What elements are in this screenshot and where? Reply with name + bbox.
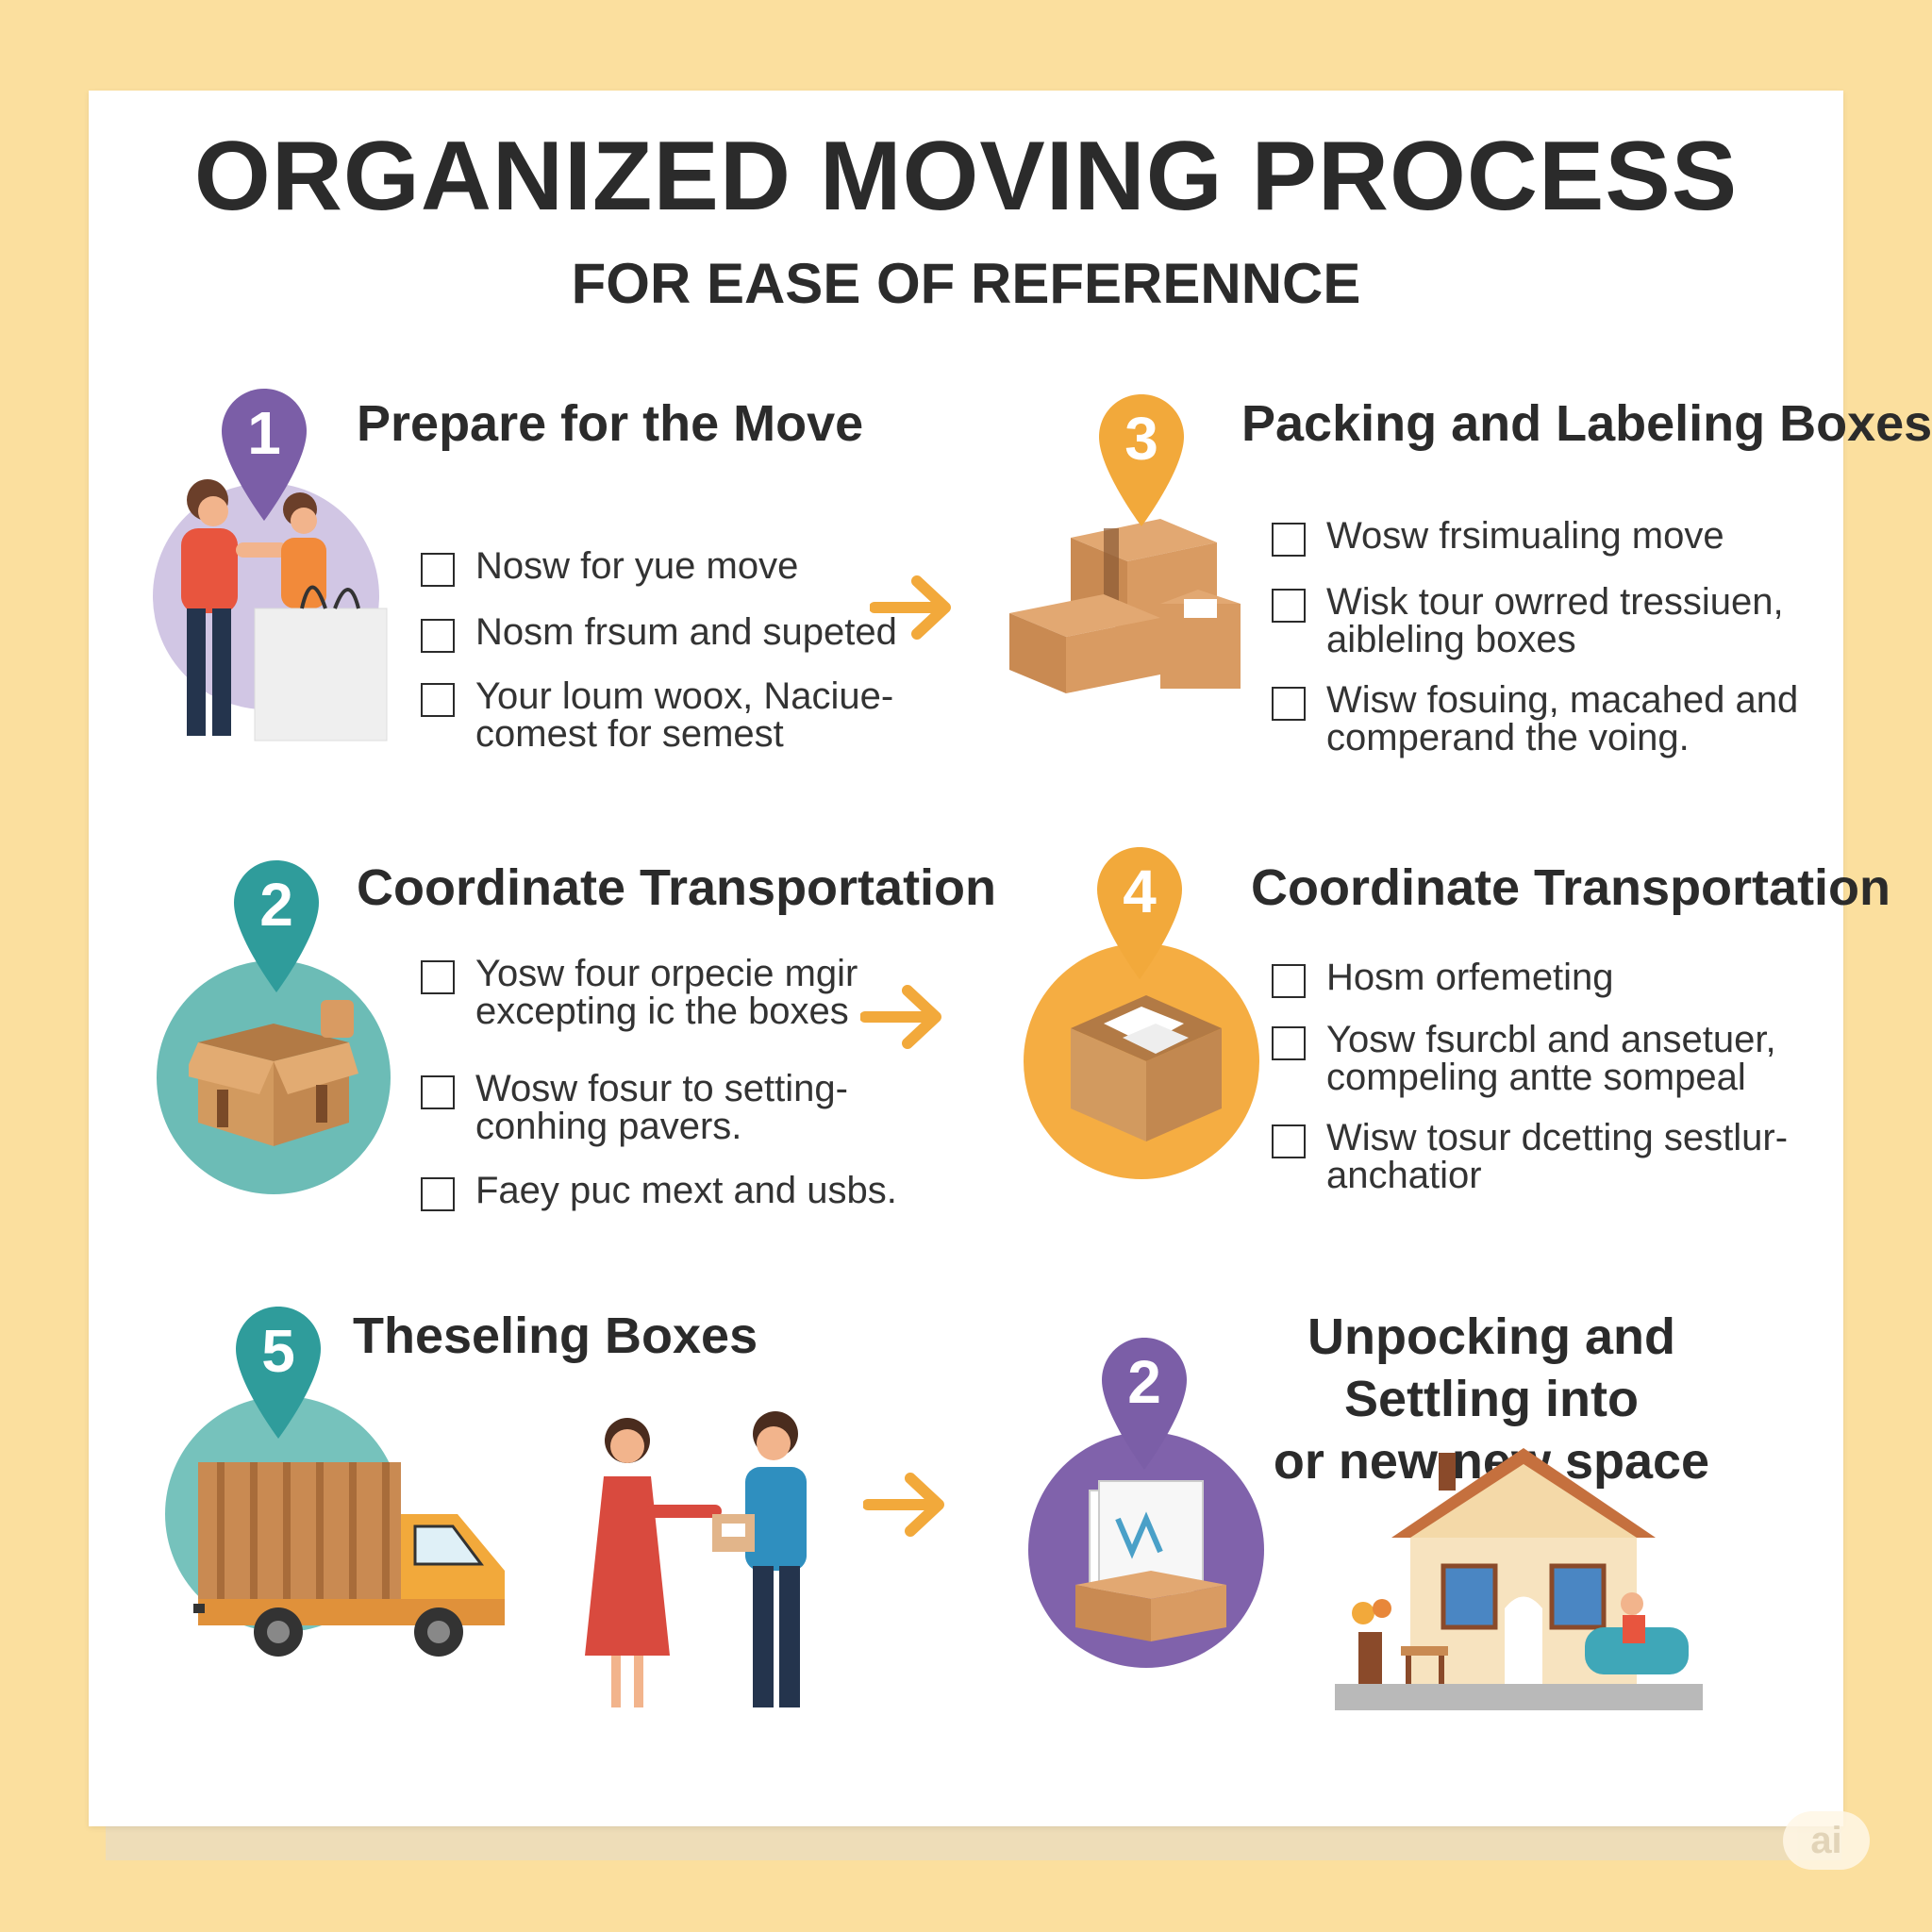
checkbox-icon[interactable] <box>1272 523 1306 557</box>
step-1-number: 1 <box>247 399 281 467</box>
step-2-item-1[interactable]: Yosw four orpecie mgir excepting ic the … <box>421 955 858 1030</box>
step-2-item-2[interactable]: Wosw fosur to setting- conhing pavers. <box>421 1070 848 1145</box>
step-2-pin: 2 <box>234 860 319 997</box>
map-pin-icon <box>236 1307 321 1439</box>
papers-on-box-icon <box>1075 1480 1226 1641</box>
step-3-heading: Packing and Labeling Boxes <box>1241 395 1932 452</box>
watermark-badge: ai <box>1783 1811 1870 1870</box>
step-3-item-3[interactable]: Wisw fosuing, macahed and comperand the … <box>1272 681 1798 757</box>
arrow-right-icon <box>870 575 951 640</box>
step-5-number: 5 <box>261 1317 295 1385</box>
arrow-right-icon <box>863 1473 944 1537</box>
step-3-item-1[interactable]: Wosw frsimualing move <box>1272 517 1724 557</box>
map-pin-icon <box>234 860 319 992</box>
step-3-pin: 3 <box>1099 394 1184 531</box>
checkbox-icon[interactable] <box>1272 964 1306 998</box>
checkbox-icon[interactable] <box>421 1075 455 1109</box>
people-packing-illustration <box>181 479 388 741</box>
step-6-pin: 2 <box>1102 1338 1187 1474</box>
step-3-number: 3 <box>1124 405 1158 473</box>
step-1-item-1[interactable]: Nosw for yue move <box>421 547 798 587</box>
step-6-heading: Unpocking and Settling into or new new s… <box>1273 1308 1710 1490</box>
checkbox-icon[interactable] <box>1272 589 1306 623</box>
checkbox-icon[interactable] <box>421 553 455 587</box>
step-4-item-2[interactable]: Yosw fsurcbl and ansetuer, compeling ant… <box>1272 1021 1776 1096</box>
step-1-heading: Prepare for the Move <box>357 395 864 452</box>
page-subtitle: FOR EASE OF REFERENNCE <box>571 252 1361 315</box>
step-1-item-2[interactable]: Nosm frsum and supeted <box>421 613 897 653</box>
map-pin-icon <box>222 389 307 521</box>
checkbox-icon[interactable] <box>421 960 455 994</box>
step-1-pin: 1 <box>222 389 307 525</box>
people-handover-illustration <box>585 1411 807 1707</box>
arrow-right-icon <box>860 985 941 1049</box>
step-4-item-3[interactable]: Wisw tosur dcetting sestlur- anchatior <box>1272 1119 1788 1194</box>
checkbox-icon[interactable] <box>421 1177 455 1211</box>
checkbox-icon[interactable] <box>1272 1124 1306 1158</box>
step-3-item-2[interactable]: Wisk tour owrred tressiuen, aibleling bo… <box>1272 583 1784 658</box>
step-2-heading: Coordinate Transportation <box>357 859 997 916</box>
truck-icon <box>193 1462 505 1657</box>
step-6-number: 2 <box>1127 1348 1161 1416</box>
checkbox-icon[interactable] <box>1272 1026 1306 1060</box>
stacked-boxes-illustration <box>1009 519 1241 693</box>
page-title: ORGANIZED MOVING PROCESS <box>193 122 1739 231</box>
step-2-number: 2 <box>259 871 293 939</box>
step-2-item-3[interactable]: Faey puc mext and usbs. <box>421 1172 897 1211</box>
step-4-item-1[interactable]: Hosm orfemeting <box>1272 958 1614 998</box>
open-box-icon <box>189 1000 358 1146</box>
checkbox-icon[interactable] <box>421 683 455 717</box>
checkbox-icon[interactable] <box>421 619 455 653</box>
house-icon <box>1335 1448 1703 1710</box>
step-1-item-3[interactable]: Your loum woox, Naciue- comest for semes… <box>421 677 893 753</box>
map-pin-icon <box>1099 394 1184 526</box>
step-4-number: 4 <box>1123 858 1157 925</box>
map-pin-icon <box>1097 847 1182 979</box>
step-5-heading: Theseling Boxes <box>353 1307 758 1364</box>
step-4-heading: Coordinate Transportation <box>1251 859 1891 916</box>
step-5-pin: 5 <box>236 1307 321 1443</box>
box-with-papers-icon <box>1071 995 1222 1141</box>
map-pin-icon <box>1102 1338 1187 1470</box>
checkbox-icon[interactable] <box>1272 687 1306 721</box>
step-4-pin: 4 <box>1097 847 1182 984</box>
